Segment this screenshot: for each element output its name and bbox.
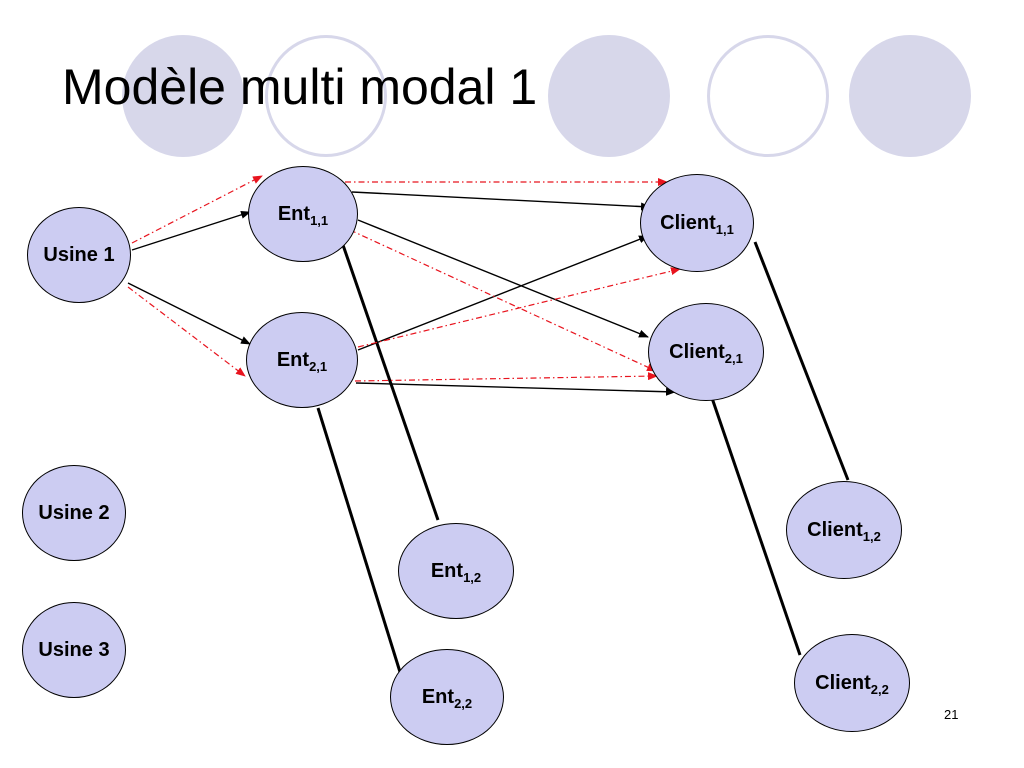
node-usine-1: Usine 1 [27, 207, 131, 303]
decorative-circle-4 [707, 35, 829, 157]
node-label: Usine 1 [43, 243, 115, 266]
node-label: Ent2,1 [276, 348, 328, 374]
node-label: Usine 3 [38, 638, 110, 661]
node-usine-2: Usine 2 [22, 465, 126, 561]
arrow-usine1-ent21 [127, 282, 251, 345]
node-client-1-1: Client1,1 [640, 174, 754, 272]
link-ent21-ent22 [316, 407, 402, 673]
dashed-arrow-ent21-client21 [354, 372, 658, 382]
dashed-arrow-usine1-ent11 [131, 175, 263, 244]
node-label: Client2,2 [815, 671, 889, 697]
node-label: Client2,1 [669, 340, 743, 366]
node-label: Ent2,2 [421, 685, 473, 711]
link-ent11-ent12 [341, 244, 440, 521]
node-ent-2-1: Ent2,1 [246, 312, 358, 408]
dashed-arrow-usine1-ent21 [127, 286, 246, 377]
node-client-2-2: Client2,2 [794, 634, 910, 732]
slide-title: Modèle multi modal 1 [62, 59, 538, 115]
node-label: Ent1,2 [430, 559, 482, 585]
arrow-usine1-ent11 [131, 210, 251, 251]
dashed-arrow-ent11-client21 [349, 229, 657, 372]
node-client-2-1: Client2,1 [648, 303, 764, 401]
node-label: Client1,1 [660, 211, 734, 237]
link-client11-client12 [753, 241, 850, 481]
arrow-ent11-client11 [351, 191, 651, 211]
link-client21-client22 [710, 397, 802, 656]
node-label: Ent1,1 [277, 202, 329, 228]
node-client-1-2: Client1,2 [786, 481, 902, 579]
decorative-circle-1 [122, 35, 244, 157]
dashed-arrow-ent21-client11 [357, 267, 681, 348]
decorative-circle-5 [849, 35, 971, 157]
page-number: 21 [944, 707, 959, 722]
node-ent-1-2: Ent1,2 [398, 523, 514, 619]
decorative-circle-2 [265, 35, 387, 157]
node-label: Client1,2 [807, 518, 881, 544]
node-ent-2-2: Ent2,2 [390, 649, 504, 745]
decorative-circle-3 [548, 35, 670, 157]
node-label: Usine 2 [38, 501, 110, 524]
arrow-ent11-client21 [357, 219, 649, 338]
node-usine-3: Usine 3 [22, 602, 126, 698]
arrow-ent21-client11 [357, 235, 649, 351]
arrow-ent21-client21 [355, 382, 676, 396]
node-ent-1-1: Ent1,1 [248, 166, 358, 262]
